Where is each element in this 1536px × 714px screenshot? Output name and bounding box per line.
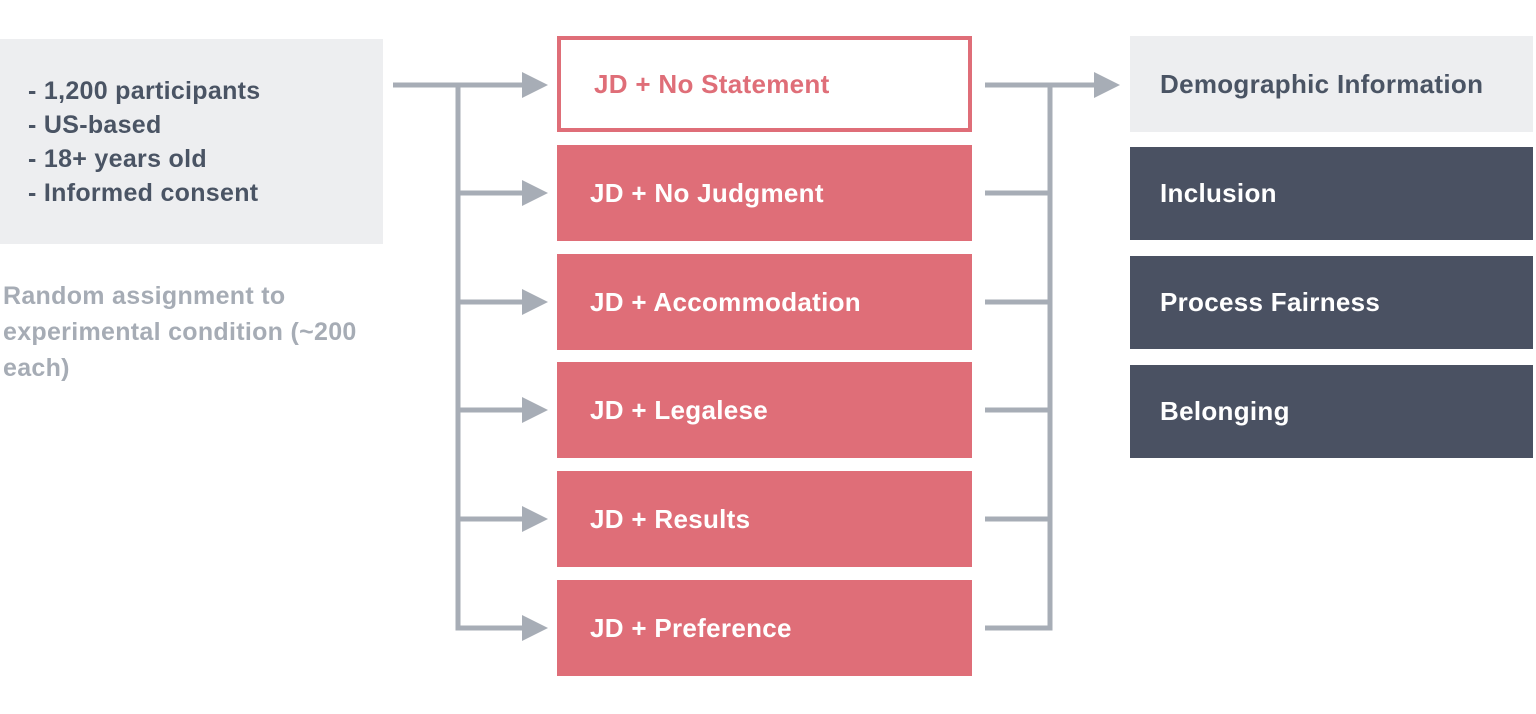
condition-label: JD + Legalese bbox=[590, 394, 769, 425]
outcome-label: Belonging bbox=[1160, 396, 1290, 426]
criteria-line: - US-based bbox=[28, 110, 162, 139]
criteria-line: - Informed consent bbox=[28, 178, 259, 207]
condition-box-no-statement: JD + No Statement bbox=[557, 36, 972, 132]
condition-box-preference: JD + Preference bbox=[557, 580, 972, 676]
criteria-line: - 18+ years old bbox=[28, 144, 207, 173]
condition-label: JD + No Statement bbox=[594, 68, 830, 99]
condition-label: JD + No Judgment bbox=[590, 177, 824, 208]
random-assignment-note: Random assignment to experimental condit… bbox=[3, 282, 357, 382]
outcome-label: Process Fairness bbox=[1160, 287, 1381, 317]
outcome-label: Demographic Information bbox=[1160, 68, 1484, 99]
outcome-label: Inclusion bbox=[1160, 178, 1277, 208]
condition-box-accommodation: JD + Accommodation bbox=[557, 254, 972, 350]
condition-box-results: JD + Results bbox=[557, 471, 972, 567]
condition-box-no-judgment: JD + No Judgment bbox=[557, 145, 972, 241]
outcome-box-process-fairness: Process Fairness bbox=[1130, 256, 1533, 349]
outcome-box-belonging: Belonging bbox=[1130, 365, 1533, 458]
outcome-box-inclusion: Inclusion bbox=[1130, 147, 1533, 240]
condition-box-legalese: JD + Legalese bbox=[557, 362, 972, 458]
outcome-box-demographic-information: Demographic Information bbox=[1130, 36, 1533, 132]
condition-label: JD + Accommodation bbox=[590, 286, 861, 317]
criteria-line: - 1,200 participants bbox=[28, 76, 261, 105]
condition-label: JD + Preference bbox=[590, 612, 792, 643]
condition-label: JD + Results bbox=[590, 503, 751, 534]
sample-criteria-box: - 1,200 participants - US-based - 18+ ye… bbox=[0, 39, 383, 244]
